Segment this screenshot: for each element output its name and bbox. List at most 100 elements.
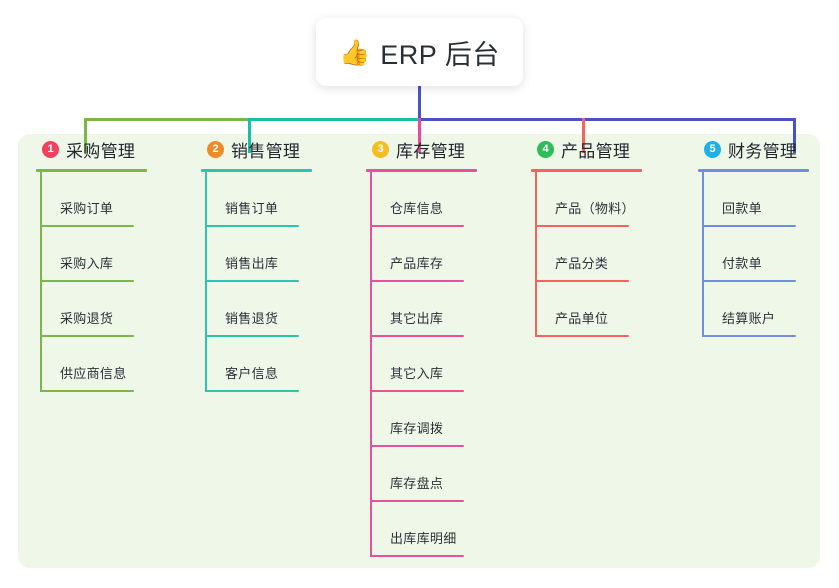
root-title: ERP 后台 bbox=[380, 39, 500, 70]
branch-number-badge: 3 bbox=[372, 140, 389, 158]
leaf-item-underline bbox=[535, 280, 629, 282]
leaf-item-underline bbox=[205, 335, 299, 337]
branch-number-badge: 5 bbox=[704, 140, 721, 158]
leaf-item-underline bbox=[205, 280, 299, 282]
leaf-item-label: 库存调拨 bbox=[390, 421, 444, 436]
leaf-item-label: 客户信息 bbox=[225, 366, 279, 381]
leaf-item[interactable]: 结算账户 bbox=[698, 282, 809, 337]
diagram-panel bbox=[18, 134, 820, 568]
branch-header-1[interactable]: 1 采购管理 bbox=[36, 134, 147, 164]
leaf-item-label: 采购订单 bbox=[60, 201, 114, 216]
leaf-item-label: 回款单 bbox=[722, 201, 762, 216]
branch-spine bbox=[205, 172, 207, 392]
branch-spine bbox=[702, 172, 704, 337]
leaf-item[interactable]: 销售退货 bbox=[201, 282, 312, 337]
leaf-item[interactable]: 回款单 bbox=[698, 172, 809, 227]
branch-underline bbox=[201, 169, 312, 172]
leaf-item-underline bbox=[370, 445, 464, 447]
leaf-item-label: 产品单位 bbox=[555, 311, 609, 326]
leaf-item[interactable]: 产品单位 bbox=[531, 282, 642, 337]
leaf-item[interactable]: 销售出库 bbox=[201, 227, 312, 282]
leaf-item-underline bbox=[370, 500, 464, 502]
branch-underline bbox=[531, 169, 642, 172]
leaf-item-label: 供应商信息 bbox=[60, 366, 127, 381]
leaf-item-underline bbox=[205, 390, 299, 392]
branch-title: 产品管理 bbox=[561, 141, 631, 161]
leaf-item-label: 付款单 bbox=[722, 256, 762, 271]
leaf-item[interactable]: 付款单 bbox=[698, 227, 809, 282]
branch-header-2[interactable]: 2 销售管理 bbox=[201, 134, 312, 164]
leaf-item[interactable]: 产品（物料） bbox=[531, 172, 642, 227]
leaf-item[interactable]: 采购入库 bbox=[36, 227, 147, 282]
leaf-item-underline bbox=[702, 335, 796, 337]
branch-spine bbox=[535, 172, 537, 337]
leaf-item[interactable]: 采购退货 bbox=[36, 282, 147, 337]
leaf-item-label: 结算账户 bbox=[722, 311, 776, 326]
leaf-item-label: 库存盘点 bbox=[390, 476, 444, 491]
leaf-item-underline bbox=[535, 225, 629, 227]
branch-underline bbox=[366, 169, 477, 172]
branch-header-3[interactable]: 3 库存管理 bbox=[366, 134, 477, 164]
branch-items: 产品（物料） 产品分类产品单位 bbox=[531, 172, 642, 337]
leaf-item[interactable]: 供应商信息 bbox=[36, 337, 147, 392]
leaf-item[interactable]: 产品库存 bbox=[366, 227, 477, 282]
branch-items: 销售订单销售出库销售退货客户信息 bbox=[201, 172, 312, 392]
leaf-item[interactable]: 其它入库 bbox=[366, 337, 477, 392]
thumbs-up-icon: 👍 bbox=[339, 38, 371, 67]
leaf-item-label: 销售订单 bbox=[225, 201, 279, 216]
leaf-item-label: 销售出库 bbox=[225, 256, 279, 271]
branch-header-4[interactable]: 4 产品管理 bbox=[531, 134, 642, 164]
leaf-item-label: 采购入库 bbox=[60, 256, 114, 271]
leaf-item-underline bbox=[370, 390, 464, 392]
branch-column-1: 1 采购管理采购订单采购入库采购退货供应商信息 bbox=[36, 134, 147, 392]
leaf-item-label: 仓库信息 bbox=[390, 201, 444, 216]
leaf-item-underline bbox=[702, 280, 796, 282]
leaf-item-underline bbox=[535, 335, 629, 337]
leaf-item-label: 其它入库 bbox=[390, 366, 444, 381]
branch-number-badge: 2 bbox=[207, 140, 224, 158]
leaf-item[interactable]: 库存盘点 bbox=[366, 447, 477, 502]
leaf-item-label: 产品分类 bbox=[555, 256, 609, 271]
branch-title: 财务管理 bbox=[728, 141, 798, 161]
leaf-item[interactable]: 仓库信息 bbox=[366, 172, 477, 227]
branch-column-4: 4 产品管理产品（物料） 产品分类产品单位 bbox=[531, 134, 642, 337]
branch-spine bbox=[40, 172, 42, 392]
root-node[interactable]: 👍 ERP 后台 bbox=[316, 18, 523, 86]
leaf-item-underline bbox=[205, 225, 299, 227]
leaf-item-label: 出库库明细 bbox=[390, 531, 457, 546]
branch-number-badge: 4 bbox=[537, 140, 554, 158]
leaf-item[interactable]: 产品分类 bbox=[531, 227, 642, 282]
leaf-item-underline bbox=[702, 225, 796, 227]
branch-items: 仓库信息产品库存其它出库其它入库库存调拨库存盘点出库库明细 bbox=[366, 172, 477, 557]
leaf-item[interactable]: 采购订单 bbox=[36, 172, 147, 227]
branch-spine bbox=[370, 172, 372, 557]
branch-items: 采购订单采购入库采购退货供应商信息 bbox=[36, 172, 147, 392]
leaf-item[interactable]: 其它出库 bbox=[366, 282, 477, 337]
leaf-item[interactable]: 销售订单 bbox=[201, 172, 312, 227]
leaf-item-underline bbox=[370, 225, 464, 227]
leaf-item-underline bbox=[370, 555, 464, 557]
branch-items: 回款单付款单结算账户 bbox=[698, 172, 809, 337]
branch-column-2: 2 销售管理销售订单销售出库销售退货客户信息 bbox=[201, 134, 312, 392]
branch-number-badge: 1 bbox=[42, 140, 59, 158]
branch-header-5[interactable]: 5 财务管理 bbox=[698, 134, 809, 164]
leaf-item[interactable]: 出库库明细 bbox=[366, 502, 477, 557]
leaf-item-underline bbox=[40, 280, 134, 282]
leaf-item-label: 采购退货 bbox=[60, 311, 114, 326]
leaf-item-label: 产品（物料） bbox=[555, 201, 635, 216]
branch-title: 库存管理 bbox=[396, 141, 466, 161]
branch-underline bbox=[698, 169, 809, 172]
leaf-item-underline bbox=[40, 390, 134, 392]
leaf-item-label: 其它出库 bbox=[390, 311, 444, 326]
branch-title: 采购管理 bbox=[66, 141, 136, 161]
leaf-item-underline bbox=[40, 335, 134, 337]
branch-column-3: 3 库存管理仓库信息产品库存其它出库其它入库库存调拨库存盘点出库库明细 bbox=[366, 134, 477, 557]
leaf-item-label: 销售退货 bbox=[225, 311, 279, 326]
leaf-item-underline bbox=[40, 225, 134, 227]
branch-underline bbox=[36, 169, 147, 172]
leaf-item-label: 产品库存 bbox=[390, 256, 444, 271]
leaf-item[interactable]: 客户信息 bbox=[201, 337, 312, 392]
leaf-item-underline bbox=[370, 335, 464, 337]
branch-title: 销售管理 bbox=[231, 141, 301, 161]
leaf-item[interactable]: 库存调拨 bbox=[366, 392, 477, 447]
